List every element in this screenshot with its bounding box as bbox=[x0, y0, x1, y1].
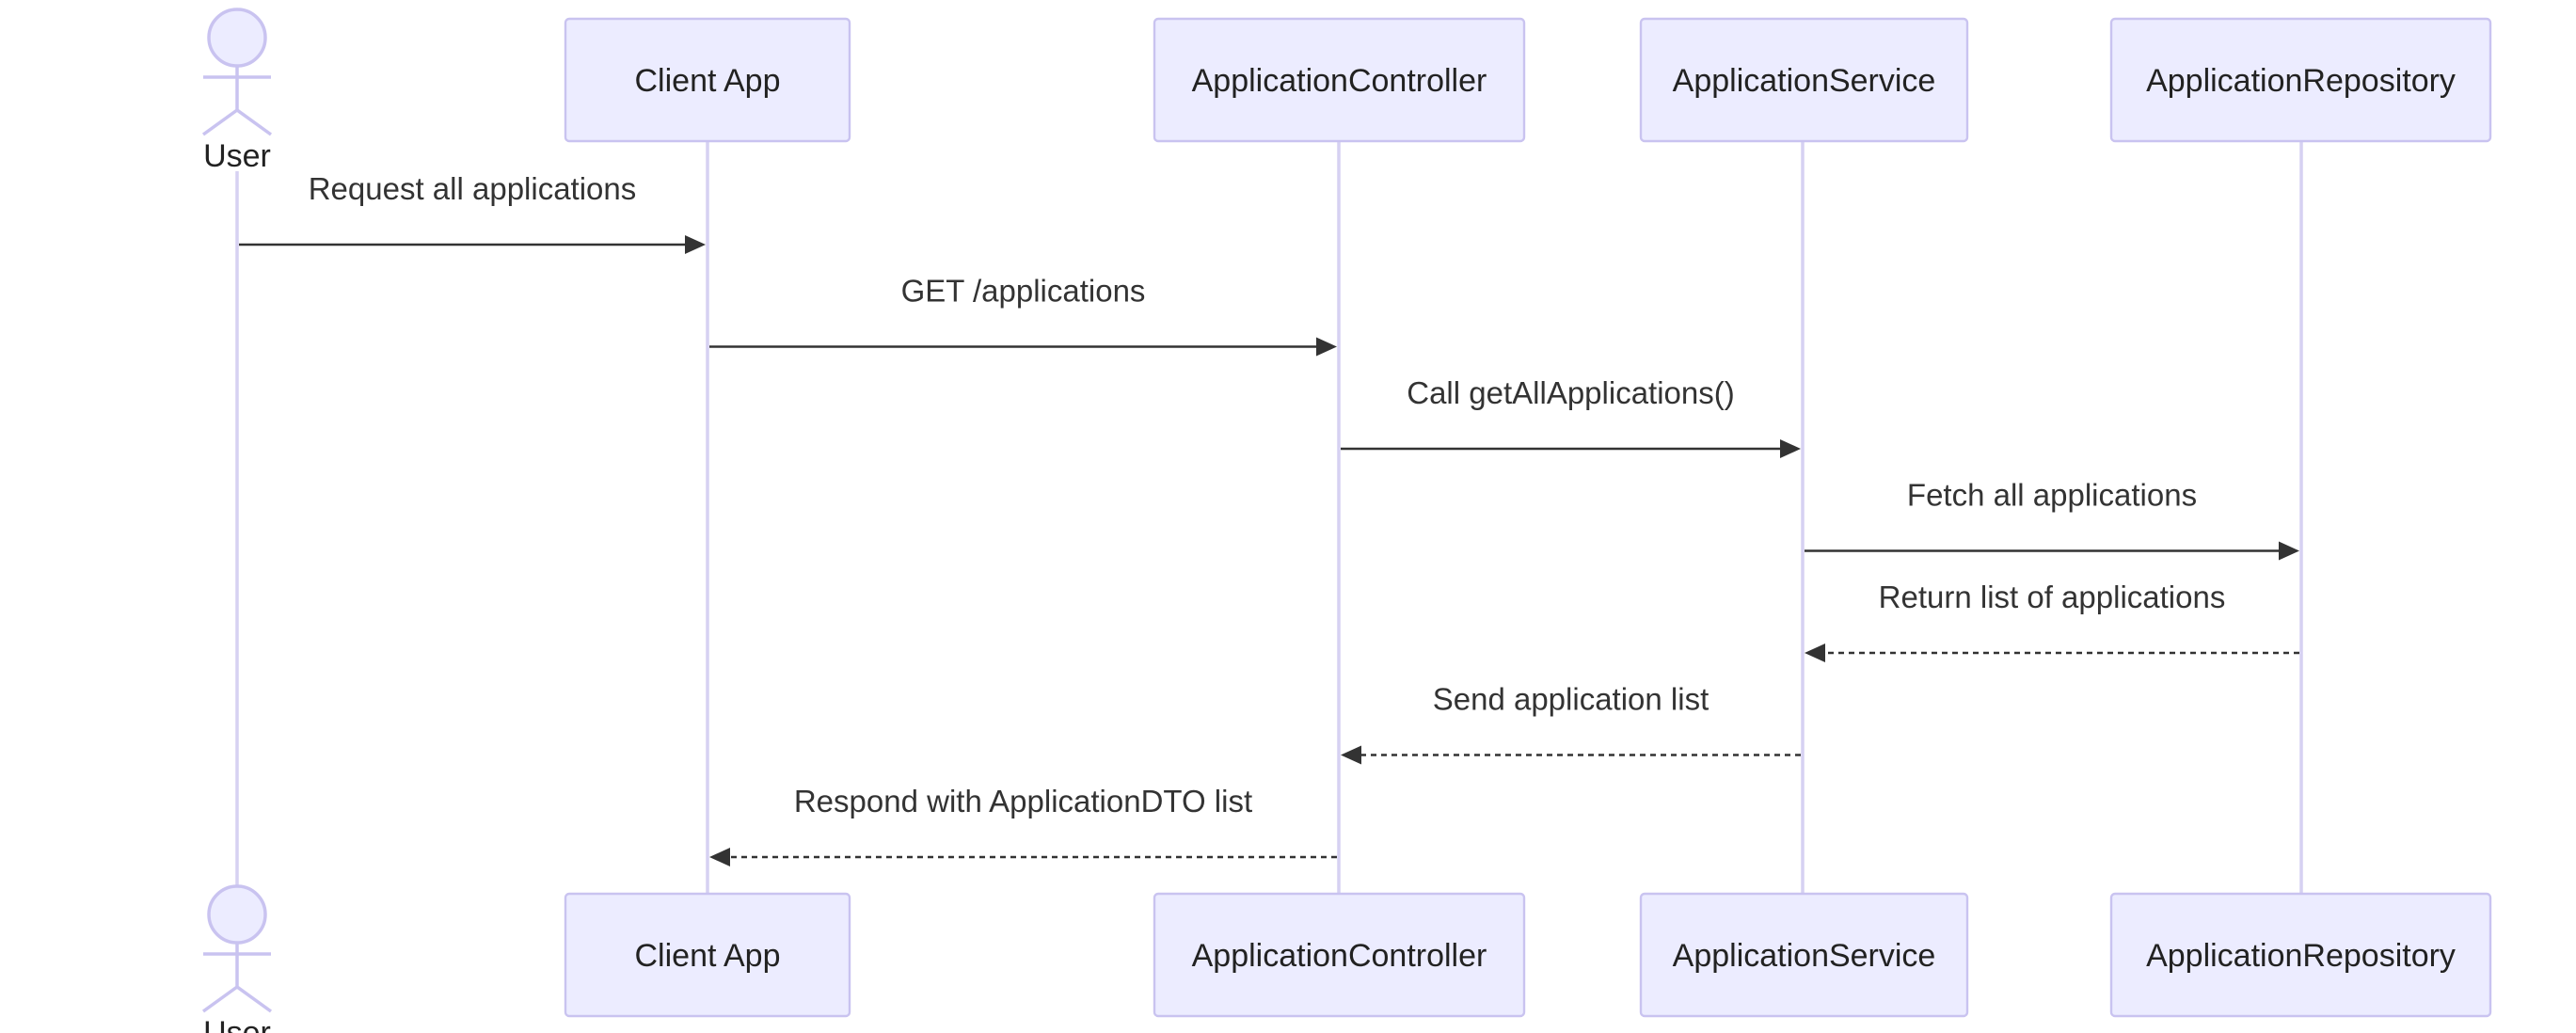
arrowhead-icon bbox=[1341, 745, 1361, 765]
message: Request all applications bbox=[239, 171, 706, 254]
arrowhead-icon bbox=[1316, 337, 1337, 357]
participant-box bbox=[1639, 892, 1969, 1018]
participant-repository-top: ApplicationRepository bbox=[2109, 17, 2492, 143]
actor-left-leg bbox=[201, 108, 239, 136]
participant-label: ApplicationController bbox=[1192, 63, 1487, 99]
participant-controller-top: ApplicationController bbox=[1153, 17, 1526, 143]
arrowhead-icon bbox=[709, 848, 730, 866]
participant-box bbox=[564, 892, 851, 1018]
participant-label: Client App bbox=[635, 63, 781, 99]
message-label: GET /applications bbox=[901, 274, 1146, 309]
participant-client-top: Client App bbox=[564, 17, 851, 143]
message-label: Request all applications bbox=[309, 171, 637, 206]
actor-head bbox=[207, 884, 267, 945]
participant-service-bottom: ApplicationService bbox=[1639, 892, 1969, 1018]
participant-label: ApplicationRepository bbox=[2146, 63, 2456, 99]
participant-label: ApplicationController bbox=[1192, 938, 1487, 974]
message-label: Fetch all applications bbox=[1907, 478, 2197, 513]
participant-box bbox=[564, 17, 851, 143]
participant-client-bottom: Client App bbox=[564, 892, 851, 1018]
message: Send application list bbox=[1341, 682, 1801, 765]
actor-right-leg bbox=[235, 985, 273, 1013]
arrowhead-icon bbox=[2279, 541, 2299, 561]
message: Call getAllApplications() bbox=[1341, 375, 1801, 458]
participant-box bbox=[2109, 892, 2492, 1018]
message: Fetch all applications bbox=[1805, 478, 2299, 561]
participant-label: Client App bbox=[635, 938, 781, 974]
participant-controller-bottom: ApplicationController bbox=[1153, 892, 1526, 1018]
participant-box bbox=[1153, 17, 1526, 143]
actor-head bbox=[207, 8, 267, 68]
message: Return list of applications bbox=[1805, 580, 2299, 662]
participant-label: ApplicationService bbox=[1673, 938, 1936, 974]
actor-left-leg bbox=[201, 985, 239, 1013]
actor-label-bottom: User bbox=[203, 1015, 271, 1033]
message-label: Send application list bbox=[1433, 682, 1709, 717]
actor-top: User bbox=[201, 8, 273, 174]
arrowhead-icon bbox=[1805, 644, 1825, 662]
message-label: Return list of applications bbox=[1879, 580, 2226, 614]
arrowhead-icon bbox=[1780, 439, 1801, 458]
message-label: Respond with ApplicationDTO list bbox=[794, 784, 1252, 818]
participant-box bbox=[1153, 892, 1526, 1018]
participant-label: ApplicationService bbox=[1673, 63, 1936, 99]
participant-box bbox=[1639, 17, 1969, 143]
participant-repository-bottom: ApplicationRepository bbox=[2109, 892, 2492, 1018]
participant-label: ApplicationRepository bbox=[2146, 938, 2456, 974]
actor-label-top: User bbox=[203, 138, 271, 174]
participant-service-top: ApplicationService bbox=[1639, 17, 1969, 143]
participant-box bbox=[2109, 17, 2492, 143]
message: GET /applications bbox=[709, 274, 1337, 357]
actor-right-leg bbox=[235, 108, 273, 136]
actor-bottom: User bbox=[201, 884, 273, 1033]
lifelines bbox=[235, 141, 2303, 894]
message: Respond with ApplicationDTO list bbox=[709, 784, 1337, 866]
message-label: Call getAllApplications() bbox=[1407, 375, 1734, 410]
arrowhead-icon bbox=[685, 235, 706, 254]
